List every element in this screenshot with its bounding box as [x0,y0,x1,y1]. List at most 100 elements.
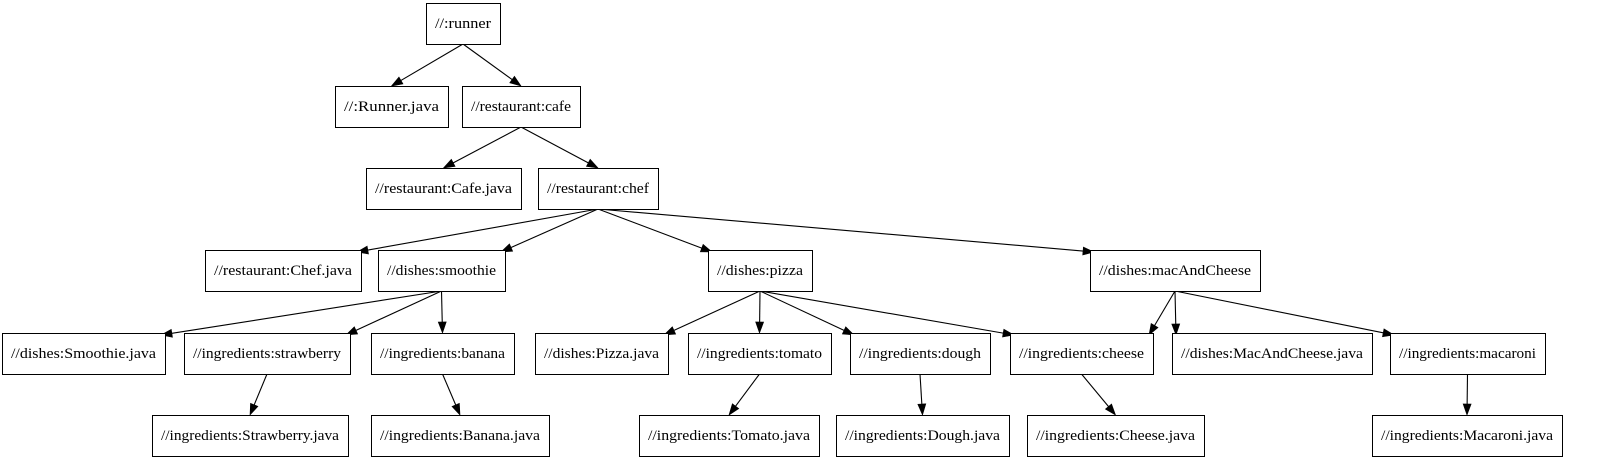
node-ingredients-macaroni-java[interactable]: //ingredients:Macaroni.java [1372,415,1563,457]
node-label: //dishes:pizza [717,263,803,279]
node-rect[interactable] [836,415,1010,457]
node-rect[interactable] [371,333,515,375]
node-dishes-macandcheese[interactable]: //dishes:macAndCheese [1090,250,1261,292]
node-rect[interactable] [2,333,166,375]
node-label: //restaurant:cafe [471,99,571,115]
node-rect[interactable] [639,415,820,457]
edge-line [735,373,760,407]
node-ingredients-dough[interactable]: //ingredients:dough [850,333,991,375]
edge-restaurant-cafe-to-restaurant-chef [520,126,599,169]
edge-line [1174,290,1177,325]
edge-line [355,290,442,331]
node-label: //dishes:MacAndCheese.java [1181,346,1363,362]
node-label: //ingredients:cheese [1019,346,1144,362]
edge-line [400,43,464,81]
node-rect[interactable] [462,86,581,128]
node-runner-java[interactable]: //:Runner.java [335,86,449,128]
node-label: //dishes:Smoothie.java [11,346,156,362]
edge-arrowhead [1148,323,1159,336]
edge-runner-to-restaurant-cafe [462,43,522,87]
edge-dishes-macandcheese-to-ingredients-cheese [1148,290,1176,336]
node-ingredients-banana-java[interactable]: //ingredients:Banana.java [371,415,550,457]
edge-line [1174,290,1384,334]
edge-restaurant-chef-to-restaurant-chef-java [356,208,599,255]
node-label: //ingredients:dough [859,346,982,362]
node-dishes-pizza-java[interactable]: //dishes:Pizza.java [535,333,669,375]
node-label: //ingredients:Tomato.java [648,428,810,444]
node-restaurant-chef[interactable]: //restaurant:chef [538,168,659,210]
edge-dishes-smoothie-to-ingredients-banana [437,290,447,334]
node-rect[interactable] [1010,333,1154,375]
node-rect[interactable] [1390,333,1546,375]
node-runner[interactable]: //:runner [426,3,501,45]
edge-arrowhead [1462,403,1472,416]
node-label: //restaurant:Cafe.java [375,181,512,197]
node-rect[interactable] [1090,250,1261,292]
node-label: //ingredients:Cheese.java [1036,428,1195,444]
node-ingredients-tomato-java[interactable]: //ingredients:Tomato.java [639,415,820,457]
node-rect[interactable] [1372,415,1563,457]
node-label: //restaurant:chef [547,181,649,197]
edge-dishes-macandcheese-to-dishes-macandcheese-java [1171,290,1181,336]
node-label: //ingredients:Strawberry.java [161,428,339,444]
edge-line [441,373,457,406]
node-rect[interactable] [850,333,991,375]
node-ingredients-macaroni[interactable]: //ingredients:macaroni [1390,333,1546,375]
node-dishes-smoothie-java[interactable]: //dishes:Smoothie.java [2,333,166,375]
node-ingredients-strawberry-java[interactable]: //ingredients:Strawberry.java [152,415,349,457]
edge-arrowhead [509,75,522,87]
node-restaurant-chef-java[interactable]: //restaurant:Chef.java [205,250,362,292]
edge-line [462,43,513,80]
node-label: //:runner [435,16,491,32]
node-label: //ingredients:Banana.java [380,428,540,444]
edge-arrowhead [451,402,461,416]
node-restaurant-cafe[interactable]: //restaurant:cafe [462,86,581,128]
node-ingredients-tomato[interactable]: //ingredients:tomato [688,333,832,375]
node-label: //ingredients:Dough.java [845,428,1000,444]
node-ingredients-banana[interactable]: //ingredients:banana [371,333,515,375]
node-dishes-pizza[interactable]: //dishes:pizza [708,250,813,292]
node-ingredients-strawberry[interactable]: //ingredients:strawberry [184,333,351,375]
edge-line [597,208,702,249]
edge-arrowhead [663,326,677,336]
node-rect[interactable] [535,333,669,375]
edge-restaurant-chef-to-dishes-pizza [597,208,713,253]
node-restaurant-cafe-java[interactable]: //restaurant:Cafe.java [366,168,522,210]
edge-line [673,290,761,331]
node-label: //dishes:Pizza.java [544,346,659,362]
node-label: //ingredients:tomato [697,346,822,362]
node-rect[interactable] [378,250,506,292]
node-rect[interactable] [688,333,832,375]
edge-line [919,373,923,405]
edge-arrowhead [1082,246,1095,256]
node-rect[interactable] [366,168,522,210]
edge-dishes-smoothie-to-ingredients-strawberry [345,290,442,336]
node-rect[interactable] [426,3,501,45]
node-rect[interactable] [708,250,813,292]
edge-dishes-pizza-to-ingredients-dough [759,290,855,336]
node-ingredients-dough-java[interactable]: //ingredients:Dough.java [836,415,1010,457]
node-rect[interactable] [205,250,362,292]
edge-line [510,208,599,249]
edge-line [452,126,522,164]
node-rect[interactable] [335,86,449,128]
edge-ingredients-tomato-to-ingredients-tomato-java [728,373,760,416]
edge-runner-to-runner-java [390,43,464,87]
node-rect[interactable] [371,415,550,457]
node-rect[interactable] [538,168,659,210]
edge-arrowhead [500,243,514,253]
node-rect[interactable] [184,333,351,375]
edge-line [253,373,268,406]
node-dishes-macandcheese-java[interactable]: //dishes:MacAndCheese.java [1172,333,1373,375]
edge-dishes-pizza-to-ingredients-tomato [755,290,765,334]
node-rect[interactable] [152,415,349,457]
node-dishes-smoothie[interactable]: //dishes:smoothie [378,250,506,292]
node-rect[interactable] [1027,415,1205,457]
node-ingredients-cheese-java[interactable]: //ingredients:Cheese.java [1027,415,1205,457]
node-ingredients-cheese[interactable]: //ingredients:cheese [1010,333,1154,375]
node-label: //restaurant:Chef.java [214,263,352,279]
node-rect[interactable] [1172,333,1373,375]
edge-line [520,126,589,164]
